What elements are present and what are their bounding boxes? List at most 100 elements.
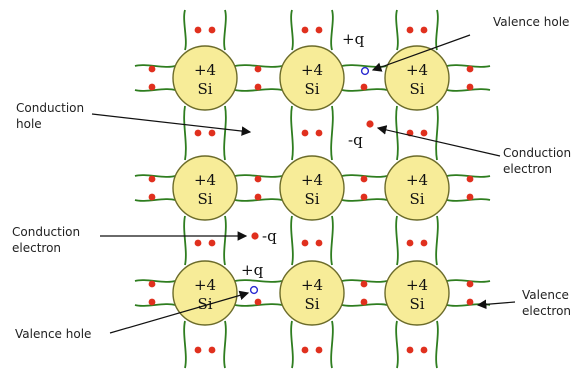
silicon-atom: +4Si [172,45,238,111]
label-valence-hole-top: Valence hole [493,15,569,29]
silicon-atom: +4Si [384,155,450,221]
valence-electron-dot [208,26,216,34]
bond-wall [341,64,388,68]
arrow-conduction-electron-right [376,125,501,157]
valence-electron-dot [466,65,474,73]
silicon-atom: +4Si [384,260,450,326]
valence-electron-dot [148,175,156,183]
bond-wall [330,320,334,369]
atom-core [172,45,238,111]
bond-wall [330,215,334,266]
label-valence-hole-bottom: Valence hole [15,327,91,341]
valence-electron-dot [360,298,368,306]
atom-symbol: Si [304,190,319,208]
bond-wall [134,174,176,178]
valence-electron-dot [194,346,202,354]
atom-symbol: Si [197,190,212,208]
valence-electron-dot [420,129,428,137]
atom-core [279,155,345,221]
valence-electron-dot [420,346,428,354]
valence-electron-dot [420,26,428,34]
atom-core [384,155,450,221]
atom-core [172,260,238,326]
valence-electron-dot [148,193,156,201]
bond-wall [183,105,187,161]
arrow-valence-hole-bottom [109,290,250,334]
conduction-electron-right [366,120,374,128]
atom-charge: +4 [301,276,323,294]
atom-charge: +4 [194,276,216,294]
valence-electron-dot [301,239,309,247]
valence-electron-dot [420,239,428,247]
silicon-atom: +4Si [279,155,345,221]
bond-wall [330,105,334,161]
valence-electron-dot [315,26,323,34]
valence-electron-dot [360,193,368,201]
bond-wall [223,320,227,369]
valence-electron-dot [301,346,309,354]
bond-wall [435,9,439,51]
atom-charge: +4 [406,171,428,189]
atom-symbol: Si [304,295,319,313]
valence-electron-dot [466,280,474,288]
arrow-conduction-hole [91,113,252,136]
valence-electron-dot [194,26,202,34]
valence-electron-dot [360,280,368,288]
valence-electron-dot [254,65,262,73]
valence-hole-bottom [249,285,259,295]
atom-core [384,260,450,326]
bond-electrons [148,26,474,354]
valence-electron-dot [301,26,309,34]
atom-symbol: Si [197,80,212,98]
atom-symbol: Si [409,80,424,98]
atom-charge: +4 [406,276,428,294]
silicon-atoms: +4Si+4Si+4Si+4Si+4Si+4Si+4Si+4Si+4Si [172,45,450,326]
valence-electron-dot [148,298,156,306]
valence-electron-dot [466,193,474,201]
atom-charge: +4 [406,61,428,79]
bond-wall [134,279,176,283]
atom-charge: +4 [301,61,323,79]
atom-symbol: Si [409,295,424,313]
label-conduction-electron-right: Conduction electron [503,146,575,176]
bond-wall [395,105,399,161]
valence-electron-dot [315,129,323,137]
bond-wall [183,9,187,51]
valence-electron-dot [208,239,216,247]
bond-wall [134,64,176,68]
label-valence-electron: Valence electron [522,288,573,318]
bond-wall [290,320,294,369]
silicon-atom: +4Si [279,45,345,111]
arrow-valence-electron [476,299,516,310]
atom-core [172,155,238,221]
valence-electron-dot [315,239,323,247]
bond-wall [395,215,399,266]
bond-wall [234,279,283,283]
atom-charge: +4 [301,171,323,189]
valence-electron-dot [254,193,262,201]
valence-electron-dot [406,26,414,34]
valence-electron-dot [406,346,414,354]
charge-plus-bottom: +q [241,261,264,279]
atom-symbol: Si [304,80,319,98]
charge-minus-left: -q [262,227,277,245]
valence-electron-dot [148,83,156,91]
bond-wall [223,9,227,51]
label-conduction-hole: Conduction hole [16,101,88,131]
valence-electron-dot [194,239,202,247]
bond-wall [223,215,227,266]
valence-electron-dot [466,298,474,306]
valence-electron-dot [148,65,156,73]
bond-wall [134,88,176,92]
valence-electron-dot [406,239,414,247]
atom-symbol: Si [197,295,212,313]
bond-wall [183,320,187,369]
bond-wall [290,215,294,266]
valence-electron-dot [360,175,368,183]
atom-charge: +4 [194,171,216,189]
valence-electron-dot [315,346,323,354]
silicon-atom: +4Si [172,260,238,326]
atom-symbol: Si [409,190,424,208]
bond-wall [134,198,176,202]
